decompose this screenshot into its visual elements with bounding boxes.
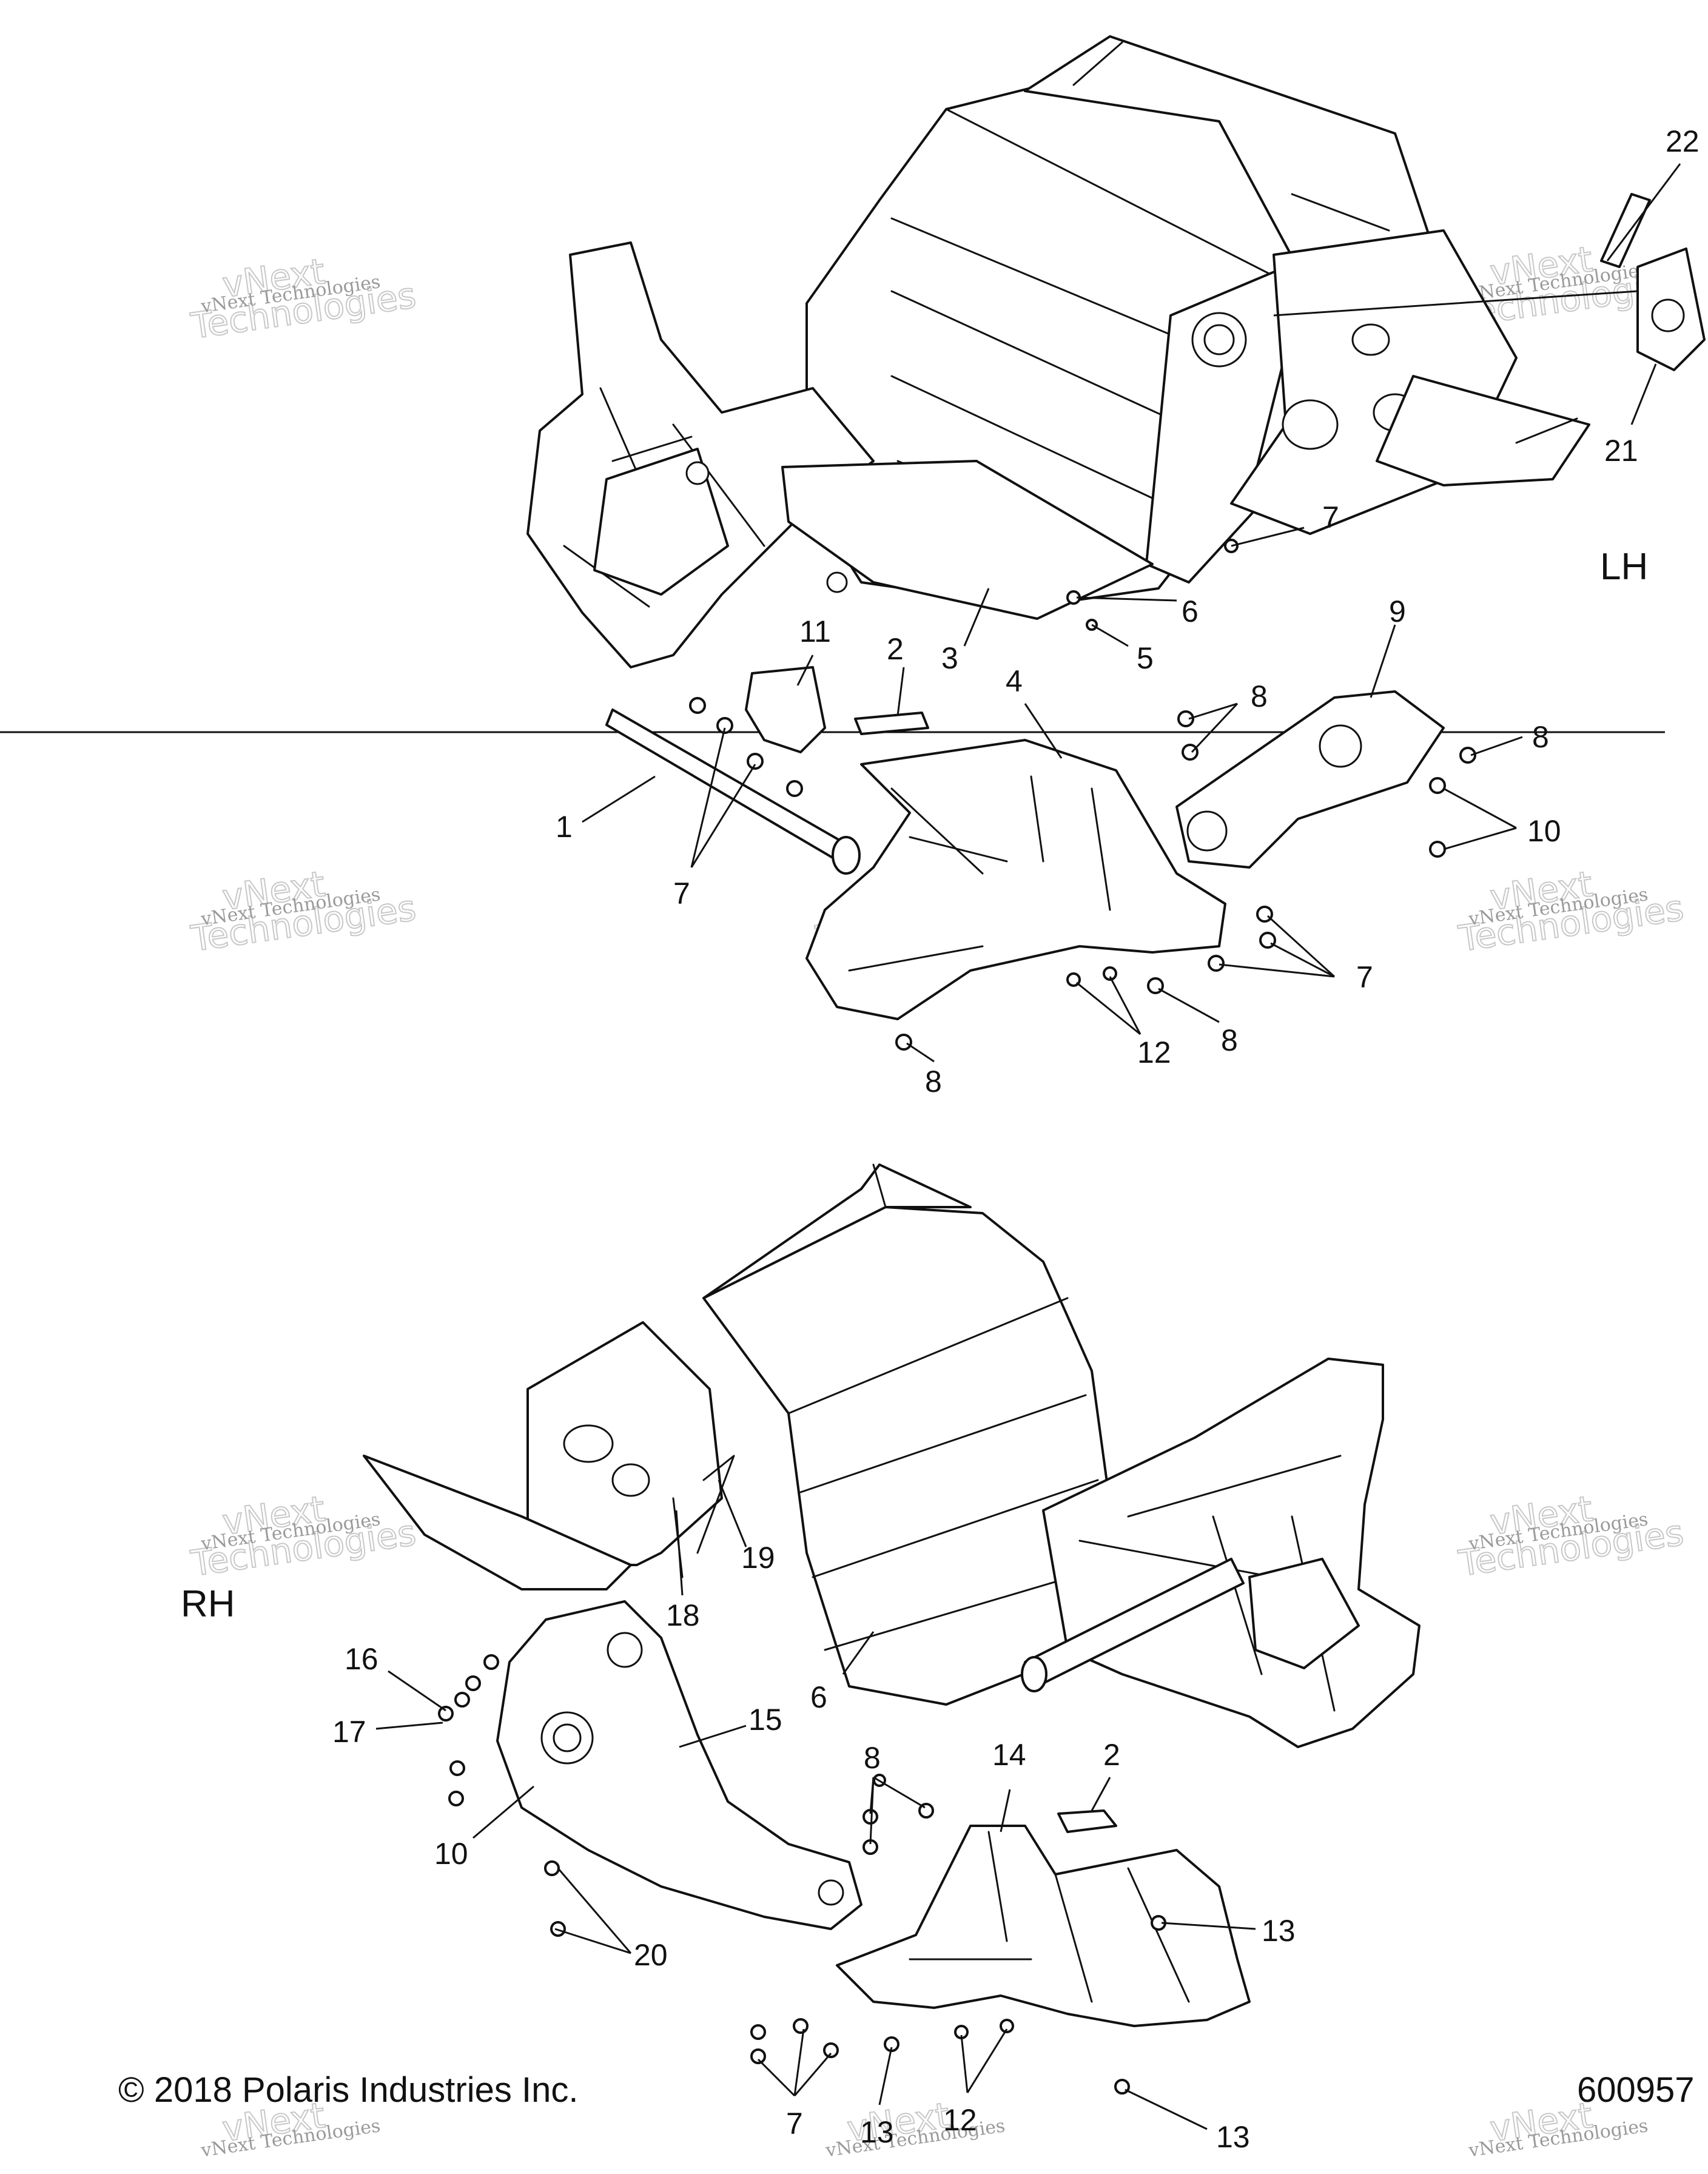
running-board-lh <box>1376 375 1590 486</box>
callout-1: 1 <box>556 810 573 844</box>
callout-6: 6 <box>810 1680 827 1714</box>
watermark: vNext Technologies vNext Technologies <box>187 1487 419 1585</box>
callout-2: 2 <box>887 632 904 666</box>
callout-22: 22 <box>1666 124 1700 158</box>
plate-part-2-rh <box>1057 1809 1117 1833</box>
callout-10: 10 <box>434 1837 468 1871</box>
callout-19: 19 <box>741 1541 775 1575</box>
callout-2: 2 <box>1103 1738 1120 1772</box>
callout-7: 7 <box>1322 500 1339 534</box>
tunnel-top-edge <box>872 1163 887 1208</box>
bottom-plate-lh <box>781 460 1154 620</box>
callout-18: 18 <box>666 1598 700 1632</box>
bracket-part-11 <box>745 666 826 753</box>
bearing-hole <box>1651 298 1685 332</box>
frame-ribs <box>848 775 1111 972</box>
callout-8: 8 <box>1221 1023 1238 1057</box>
callout-9: 9 <box>1389 594 1406 628</box>
callout-4: 4 <box>1006 664 1023 698</box>
callout-8: 8 <box>864 1741 881 1775</box>
pivot-hole <box>826 571 848 593</box>
callout-20: 20 <box>634 1938 668 1972</box>
bearing-hole-inner <box>1203 324 1235 355</box>
bracket-part-9 <box>1175 690 1445 869</box>
callout-21: 21 <box>1604 434 1638 468</box>
gearcase-part-15 <box>496 1600 862 1930</box>
callout-12: 12 <box>1137 1035 1171 1069</box>
gasket-part-22 <box>1600 193 1651 268</box>
chassis-ribs-lh <box>890 108 1281 565</box>
callout-13: 13 <box>1262 1914 1296 1948</box>
bearing-hole <box>607 1632 643 1668</box>
callout-5: 5 <box>1137 641 1154 675</box>
front-frame-lower-part-14 <box>836 1825 1251 2027</box>
watermark: vNext Technologies vNext Technologies <box>187 250 419 348</box>
panel-cutout <box>611 1463 650 1497</box>
watermark: vNext vNext Technologies <box>824 2094 1006 2161</box>
side-panel-rh <box>526 1321 723 1566</box>
callout-8: 8 <box>1532 720 1549 754</box>
lh-assembly <box>526 35 1706 1063</box>
callouts-lh: 22 21 7 6 5 3 11 2 4 9 8 8 8 10 1 7 7 12… <box>556 124 1700 1099</box>
callout-6: 6 <box>1182 594 1199 628</box>
front-frame-ribs <box>1078 1455 1342 1712</box>
panel-cutout <box>563 1424 614 1463</box>
tube-end <box>1021 1656 1047 1692</box>
front-frame-lower-part-4 <box>805 739 1226 1020</box>
bearing-hole <box>1319 724 1362 768</box>
callout-8: 8 <box>1251 679 1268 713</box>
side-label-rh: RH <box>181 1583 235 1625</box>
callout-14: 14 <box>992 1738 1026 1772</box>
callout-7: 7 <box>673 877 690 910</box>
bolt-hole <box>818 1879 844 1906</box>
panel-cutout <box>1282 399 1339 450</box>
diagram-id: 600957 <box>1577 2070 1695 2110</box>
front-frame-detail <box>563 387 765 608</box>
copyright-text: © 2018 Polaris Industries Inc. <box>118 2070 578 2110</box>
front-loop-rh <box>1248 1558 1360 1669</box>
front-frame-rh <box>1042 1358 1421 1748</box>
front-loop-lh <box>593 448 729 596</box>
fasteners-rh <box>438 1654 1166 2095</box>
panel-cutout <box>1351 323 1390 356</box>
strap-part-19 <box>696 1455 735 1554</box>
leaders-lh <box>582 163 1681 1063</box>
callout-10: 10 <box>1527 814 1561 848</box>
callout-13: 13 <box>860 2115 894 2149</box>
callout-17: 17 <box>332 1715 366 1749</box>
callouts-rh: 19 18 16 17 15 6 10 8 14 2 13 20 7 13 12… <box>332 1541 1296 2154</box>
tunnel-top-rh <box>702 1163 972 1299</box>
bearing-hole-inner <box>553 1723 582 1752</box>
plate-part-2 <box>854 712 929 735</box>
callout-8: 8 <box>925 1065 942 1099</box>
callout-13: 13 <box>1216 2120 1250 2154</box>
frame-ribs <box>909 1831 1190 2003</box>
callout-3: 3 <box>941 641 958 675</box>
leaders-rh <box>375 1479 1256 2130</box>
callout-11: 11 <box>799 614 831 648</box>
running-board-edge <box>1515 417 1578 444</box>
tube-end <box>832 836 861 875</box>
watermark: vNext Technologies vNext Technologies <box>1455 863 1686 960</box>
callout-12: 12 <box>943 2103 977 2137</box>
fasteners-lh <box>689 539 1476 1051</box>
chassis-ribs-rh <box>787 1297 1099 1651</box>
callout-7: 7 <box>786 2107 803 2141</box>
watermark: vNext Technologies vNext Technologies <box>1455 1487 1686 1585</box>
side-label-lh: LH <box>1600 546 1648 588</box>
callout-15: 15 <box>748 1703 782 1737</box>
watermark: vNext Technologies vNext Technologies <box>187 863 419 960</box>
running-board-rh <box>363 1455 632 1590</box>
pivot-hole <box>685 461 710 485</box>
rh-assembly <box>363 1163 1421 2130</box>
bearing-hole <box>1186 810 1228 852</box>
callout-16: 16 <box>345 1642 378 1676</box>
tunnel-plate-edge <box>1072 41 1390 232</box>
callout-7: 7 <box>1356 960 1373 994</box>
